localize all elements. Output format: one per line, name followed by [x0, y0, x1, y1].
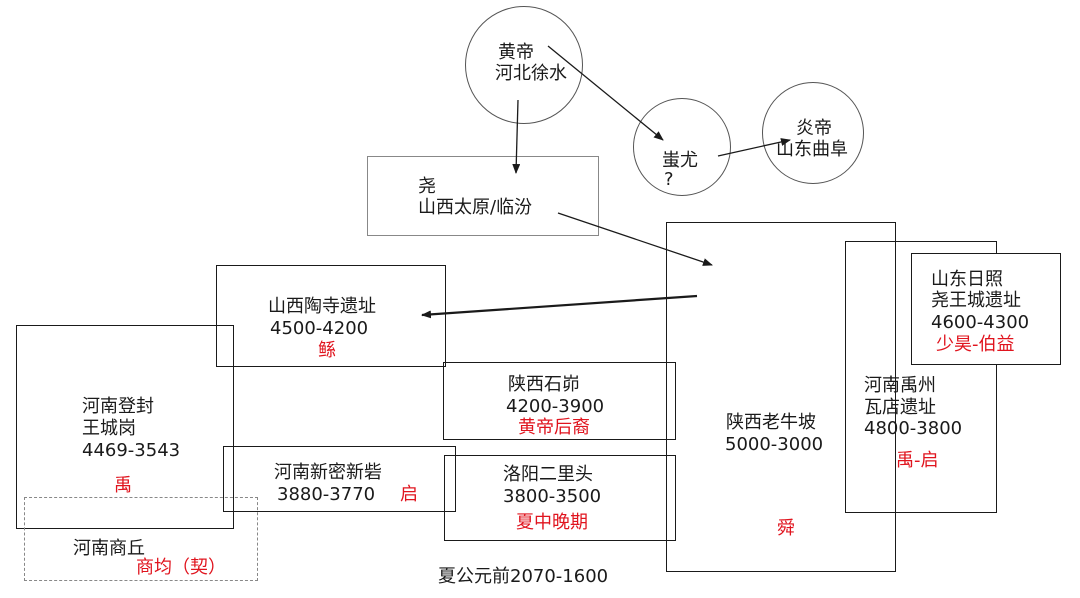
laoniupo-ruler: 舜 [777, 518, 795, 539]
huangdi-place: 河北徐水 [495, 63, 567, 84]
shimao-dates: 4200-3900 [506, 396, 605, 417]
chiyou-place: ? [664, 169, 674, 190]
dengfeng-ruler: 禹 [114, 475, 132, 496]
yandi-name: 炎帝 [796, 118, 832, 139]
yandi-node [762, 82, 864, 184]
wadian-place2: 瓦店遗址 [864, 397, 936, 418]
erlitou-place: 洛阳二里头 [503, 464, 593, 485]
taosi-place: 山西陶寺遗址 [268, 296, 376, 317]
wadian-ruler: 禹-启 [896, 450, 939, 471]
shimao-note: 黄帝后裔 [518, 417, 590, 438]
footer-caption: 夏公元前2070-1600 [438, 566, 609, 587]
dengfeng-dates: 4469-3543 [82, 440, 181, 461]
yandi-place: 山东曲阜 [776, 139, 848, 160]
yao-node [367, 156, 599, 236]
wadian-box [845, 241, 997, 513]
chiyou-name: 蚩尤 [662, 150, 698, 171]
chiyou-node [633, 98, 731, 196]
dengfeng-place2: 王城岗 [82, 418, 136, 439]
yao-name: 尧 [418, 176, 436, 197]
yao-place: 山西太原/临汾 [418, 197, 533, 218]
shimao-place: 陕西石峁 [508, 374, 580, 395]
laoniupo-box [666, 222, 896, 572]
xinzhai-ruler: 启 [400, 484, 418, 505]
wadian-place1: 河南禹州 [864, 375, 936, 396]
dengfeng-place1: 河南登封 [82, 396, 154, 417]
erlitou-dates: 3800-3500 [503, 486, 602, 507]
xinzhai-place: 河南新密新砦 [274, 462, 382, 483]
taosi-dates: 4500-4200 [270, 318, 369, 339]
rizhao-dates: 4600-4300 [931, 312, 1030, 333]
laoniupo-dates: 5000-3000 [725, 434, 824, 455]
dengfeng-box [16, 325, 234, 529]
taosi-ruler: 鲧 [318, 340, 336, 361]
wadian-dates: 4800-3800 [864, 418, 963, 439]
shangqiu-box [24, 497, 258, 581]
rizhao-box [911, 253, 1061, 365]
rizhao-place2: 尧王城遗址 [931, 290, 1021, 311]
laoniupo-place: 陕西老牛坡 [726, 412, 816, 433]
shimao-box [443, 362, 676, 440]
erlitou-note: 夏中晚期 [516, 512, 588, 533]
arrow-laoniupo-to-taosi [421, 294, 698, 319]
huangdi-name: 黄帝 [498, 42, 534, 63]
rizhao-place1: 山东日照 [931, 269, 1003, 290]
shangqiu-ruler: 商均（契） [136, 557, 226, 578]
shangqiu-place: 河南商丘 [73, 538, 145, 559]
erlitou-box [444, 455, 676, 541]
xinzhai-dates: 3880-3770 [277, 484, 376, 505]
rizhao-ruler: 少昊-伯益 [936, 334, 1015, 355]
xinzhai-box [223, 446, 456, 512]
